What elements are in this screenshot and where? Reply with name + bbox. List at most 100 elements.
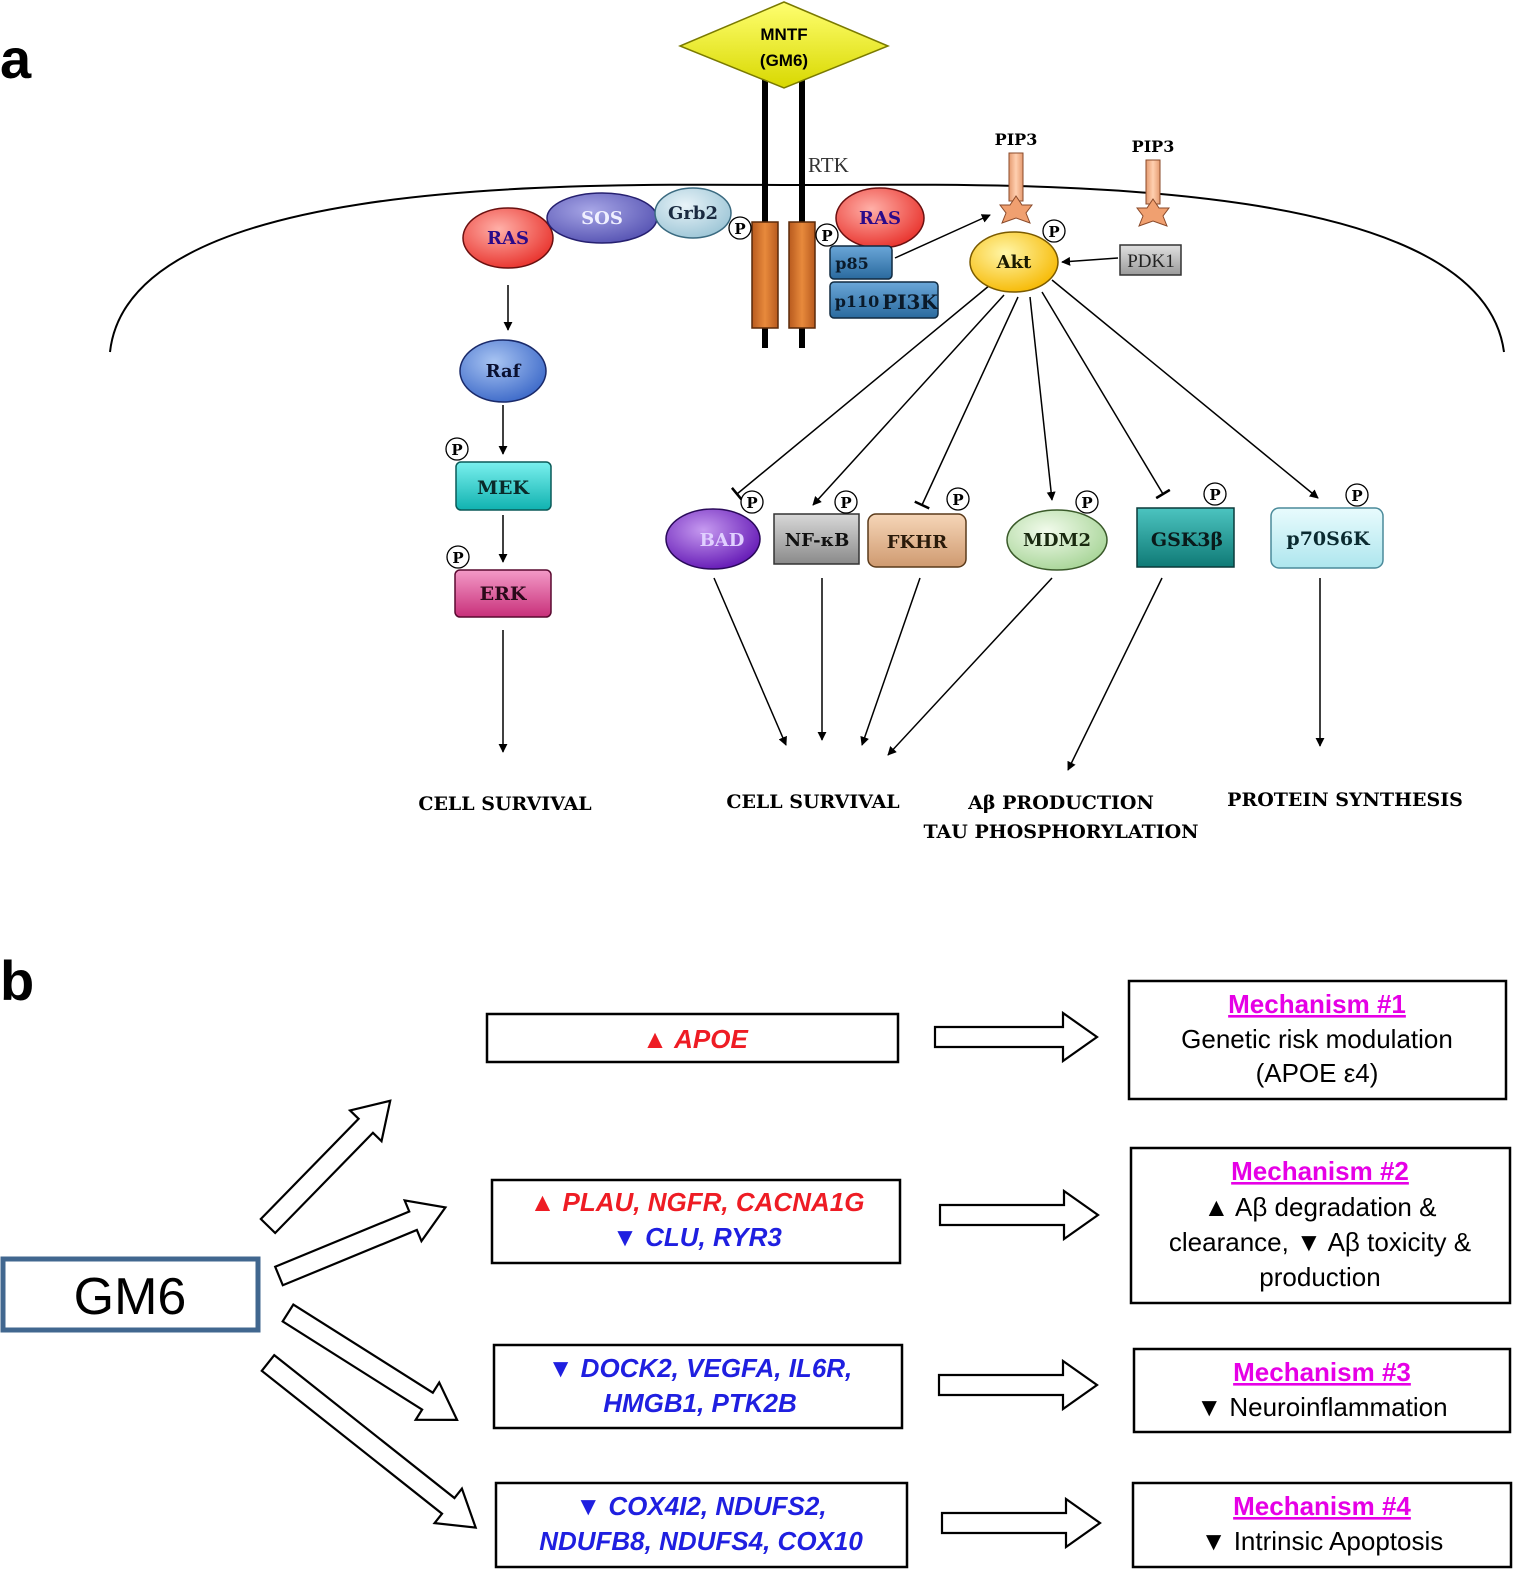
phospho-badge-mdm2: P [1075, 490, 1099, 514]
mechanism-desc-1-1: Genetic risk modulation [1181, 1024, 1453, 1054]
gm6-label: GM6 [74, 1268, 187, 1326]
mechanism-desc-2-2: clearance, ▼ Aβ toxicity & [1169, 1227, 1471, 1257]
mek-node [455, 461, 552, 511]
p70s6k-label: p70S6K [1286, 528, 1371, 550]
inhibit-akt-bad [730, 284, 991, 501]
pdk1-label: PDK1 [1127, 251, 1175, 272]
arrow-pdk1-akt [1061, 256, 1119, 266]
row-arrows [933, 1010, 1102, 1550]
gene-arrow-1-1: ▲ [642, 1024, 668, 1054]
p110-label: p110 [835, 292, 880, 311]
svg-text:P: P [1048, 223, 1059, 241]
svg-text:P: P [1081, 494, 1092, 512]
bad-node [665, 508, 761, 570]
raf-node [459, 339, 547, 403]
mdm2-node [1006, 509, 1108, 571]
panel-a-label: a [0, 27, 32, 90]
erk-label: ERK [480, 583, 528, 605]
gene-line-2-1: ▲ PLAU, NGFR, CACNA1G [530, 1187, 865, 1217]
pip3-right-head [1136, 198, 1170, 227]
grb2-node [654, 187, 732, 239]
arrow-gsk3b-abeta [1067, 577, 1163, 771]
mechanism-box-4 [1131, 1481, 1513, 1569]
gene-box-1 [485, 1012, 900, 1064]
svg-text:P: P [1351, 487, 1362, 505]
mek-label: MEK [477, 477, 531, 499]
svg-text:P: P [840, 494, 851, 512]
arrow-bad-survival [713, 577, 787, 746]
fan-arrow-4 [260, 1353, 478, 1529]
mechanism-desc-2-1: ▲ Aβ degradation & [1204, 1192, 1437, 1222]
row-arrow-2 [938, 1188, 1100, 1242]
gene-line-3-1: ▼ DOCK2, VEGFA, IL6R, [548, 1353, 853, 1383]
phospho-badge-bad: P [740, 490, 764, 514]
gene-text-3-1: DOCK2, VEGFA, IL6R, [581, 1353, 853, 1383]
bad-label: BAD [700, 530, 745, 551]
outcome-cell-survival-left: CELL SURVIVAL [418, 793, 591, 815]
arrow-akt-p70s6k [1051, 279, 1319, 499]
phospho-badge-mek: P [445, 437, 469, 461]
mechanism-desc-3-1: ▼ Neuroinflammation [1196, 1392, 1447, 1422]
arrow-akt-mdm2 [1029, 296, 1056, 501]
mechanism-box-3 [1132, 1347, 1512, 1434]
outcome-tau-phosphorylation: TAU PHOSPHORYLATION [923, 821, 1198, 843]
ras-right-label: RAS [859, 208, 901, 229]
fan-arrows [259, 1099, 478, 1529]
phospho-badge-p70s6k: P [1345, 483, 1369, 507]
p85-label: p85 [835, 254, 868, 273]
gene-line-3-2: HMGB1, PTK2B [603, 1388, 797, 1418]
pip3-right-stalk [1145, 159, 1161, 205]
ras-left-label: RAS [487, 228, 529, 249]
gene-line-4-2: NDUFB8, NDUFS4, COX10 [539, 1526, 863, 1556]
ligand-diamond [678, 1, 890, 89]
svg-text:P: P [1209, 486, 1220, 504]
phospho-badge-erk: P [446, 545, 470, 569]
outcome-abeta-production: Aβ PRODUCTION [967, 792, 1154, 814]
fan-arrow-1 [259, 1099, 392, 1235]
gene-text-2-2: CLU, RYR3 [645, 1222, 782, 1252]
svg-text:P: P [452, 549, 463, 567]
gene-box-3 [492, 1343, 904, 1430]
gene-arrow-2-1: ▲ [530, 1187, 556, 1217]
panel-b-label: b [0, 949, 34, 1012]
gene-text-2-1: PLAU, NGFR, CACNA1G [563, 1187, 865, 1217]
svg-text:P: P [746, 494, 757, 512]
svg-text:P: P [952, 491, 963, 509]
raf-label: Raf [486, 361, 522, 382]
sos-label: SOS [581, 208, 623, 229]
arrow-fkhr-survival [860, 577, 921, 746]
mechanism-box-2 [1129, 1146, 1512, 1305]
row-arrow-3 [937, 1358, 1099, 1412]
phospho-badge-akt: P [1042, 219, 1066, 243]
phospho-badge-nfkb: P [834, 490, 858, 514]
pi3k-label: PI3K [882, 290, 938, 314]
fan-arrow-3 [281, 1303, 459, 1421]
akt-node [969, 231, 1059, 293]
outcome-protein-synthesis: PROTEIN SYNTHESIS [1227, 789, 1463, 811]
mdm2-label: MDM2 [1023, 530, 1091, 551]
svg-text:P: P [451, 441, 462, 459]
pip3-left-label: PIP3 [995, 130, 1038, 149]
arrow-mdm2-survival [887, 577, 1053, 756]
mechanism-desc-1-2: (APOE ε4) [1256, 1058, 1379, 1088]
pdk1-node [1119, 244, 1182, 276]
inhibit-akt-gsk3b [1041, 291, 1171, 500]
rtk-label: RTK [808, 153, 849, 177]
grb2-label: Grb2 [668, 203, 718, 224]
gene-arrow-4-1: ▼ [575, 1491, 601, 1521]
pip3-left-stalk [1008, 152, 1024, 202]
gene-line-1-1: ▲ APOE [642, 1024, 748, 1054]
phospho-badge-fkhr: P [946, 487, 970, 511]
mechanism-desc-4-1: ▼ Intrinsic Apoptosis [1201, 1526, 1444, 1556]
mechanism-title-2: Mechanism #2 [1231, 1156, 1409, 1186]
pip3-left-head [999, 195, 1033, 224]
gene-line-2-2: ▼ CLU, RYR3 [612, 1222, 782, 1252]
gsk3b-label: GSK3β [1151, 529, 1223, 551]
rtk-kinase-left [751, 221, 779, 329]
phospho-badges: P P P P P P P P P P P [445, 216, 1369, 569]
fkhr-label: FKHR [887, 532, 948, 553]
rtk-kinase-right [788, 221, 816, 329]
row-arrow-4 [940, 1496, 1102, 1550]
mechanism-title-3: Mechanism #3 [1233, 1357, 1411, 1387]
